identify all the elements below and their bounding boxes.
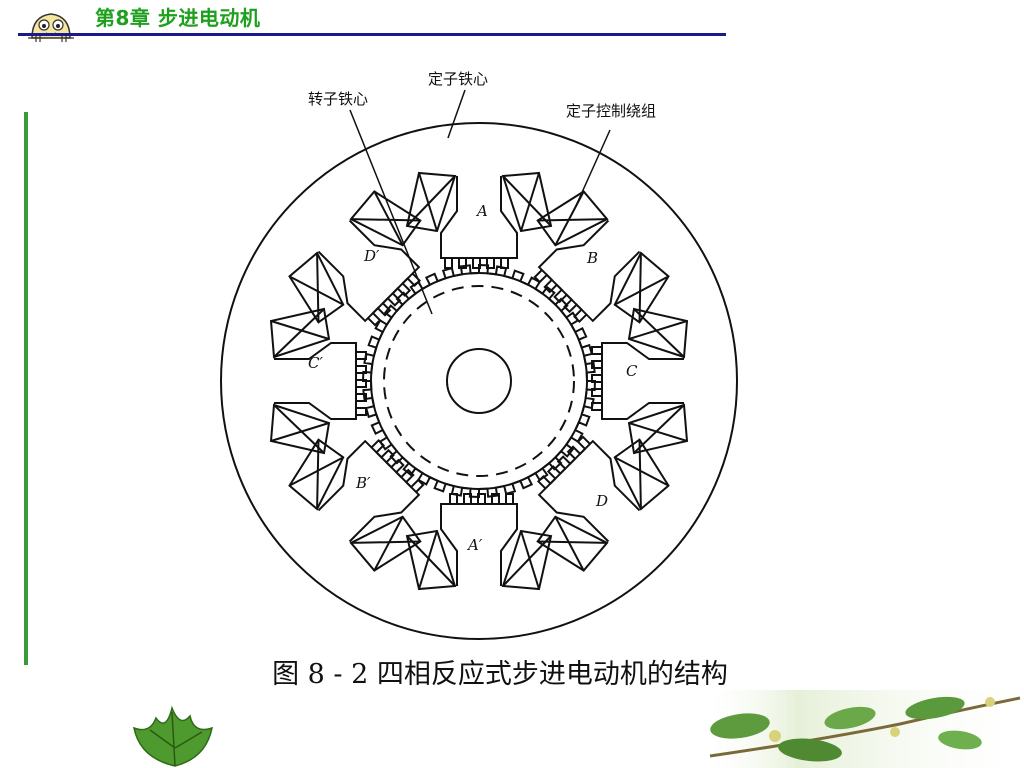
stator-pole-c — [601, 342, 684, 420]
winding-cross-line — [520, 530, 540, 590]
winding-cross-line — [316, 252, 320, 323]
stepper-motor-diagram: 定子铁心 转子铁心 定子控制绕组 A B C D A′ B′ C′ D′ — [220, 70, 738, 640]
label-pole-d: D — [595, 492, 608, 510]
label-pole-c-prime: C′ — [308, 354, 323, 372]
stator-pole-b — [537, 219, 641, 323]
pole-teeth-d-prime — [367, 272, 422, 327]
winding-coil-d-right — [536, 515, 609, 572]
winding-cross-line — [520, 172, 540, 232]
label-pole-a: A — [475, 202, 488, 220]
winding-cross-line — [418, 172, 438, 232]
winding-cross-line — [537, 218, 608, 222]
pole-teeth-a — [444, 257, 509, 269]
winding-cross-line — [373, 191, 404, 246]
winding-cross-line — [316, 439, 320, 510]
mascot-icon — [28, 13, 74, 42]
winding-cross-line — [554, 516, 585, 571]
label-pole-b: B — [586, 249, 598, 267]
rotor-teeth-ring — [361, 263, 597, 499]
winding-cross-line — [633, 308, 685, 358]
winding-coil-b-left — [536, 190, 609, 247]
winding-cross-line — [273, 404, 325, 454]
leaf-decoration-icon — [132, 705, 213, 767]
rotor-dashed-circle — [383, 285, 575, 477]
winding-cross-line — [270, 422, 330, 442]
winding-cross-line — [614, 456, 669, 487]
figure-caption: 图 8 - 2 四相反应式步进电动机的结构 — [272, 659, 728, 690]
winding-cross-line — [537, 540, 608, 544]
winding-cross-line — [270, 320, 330, 340]
chapter-title: 第8章 步进电动机 — [95, 6, 261, 30]
pole-teeth-b-prime — [370, 438, 425, 493]
pole-teeth-c — [591, 346, 603, 411]
label-rotor-core: 转子铁心 — [308, 90, 368, 108]
winding-cross-line — [502, 535, 552, 587]
label-pole-a-prime: A′ — [466, 536, 483, 554]
header-divider — [18, 33, 726, 36]
label-stator-core: 定子铁心 — [428, 70, 488, 88]
leader-rotor-core — [349, 109, 433, 315]
pole-teeth-d — [536, 435, 591, 490]
label-pole-c: C — [626, 362, 638, 380]
leader-stator-winding — [574, 129, 611, 209]
pole-teeth-b — [533, 269, 588, 324]
label-pole-b-prime: B′ — [355, 474, 371, 492]
winding-cross-line — [289, 456, 344, 487]
label-pole-d-prime: D′ — [363, 247, 380, 265]
winding-cross-line — [418, 530, 438, 590]
branch-decoration-icon — [700, 690, 1024, 768]
leader-stator-core — [447, 89, 466, 139]
stator-pole-d — [537, 439, 641, 543]
pole-teeth-c-prime — [355, 351, 367, 416]
winding-cross-line — [350, 540, 421, 544]
shaft-circle — [446, 348, 512, 414]
pole-teeth-a-prime — [449, 493, 514, 505]
winding-cross-line — [614, 275, 669, 306]
winding-cross-line — [638, 252, 642, 323]
winding-cross-line — [289, 275, 344, 306]
winding-cross-line — [628, 422, 688, 442]
stator-pole-d-prime — [317, 219, 421, 323]
winding-cross-line — [373, 516, 404, 571]
stator-pole-b-prime — [317, 439, 421, 543]
winding-cross-line — [638, 439, 642, 510]
winding-cross-line — [350, 218, 421, 222]
label-stator-winding: 定子控制绕组 — [566, 102, 656, 120]
winding-cross-line — [628, 320, 688, 340]
stator-outer-circle — [220, 122, 738, 640]
rotor-inner-circle — [370, 272, 588, 490]
side-accent-bar — [24, 112, 28, 665]
